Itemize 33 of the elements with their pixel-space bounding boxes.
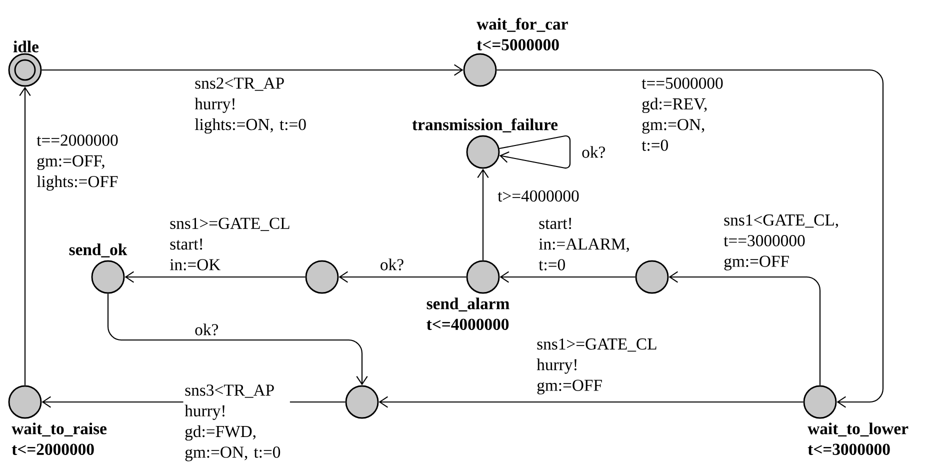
edge-label: sns3<TR_AP hurry! gd:=FWD, gm:=ON, t:=0 (183, 383, 290, 463)
state-label: transmission_failure (412, 118, 558, 132)
edge-label: sns1<GATE_CL, t==3000000 gm:=OFF (724, 214, 838, 270)
transition-arrow (477, 168, 489, 260)
transition-arrow (499, 135, 571, 169)
transition-arrow (496, 69, 884, 408)
state-circle (345, 385, 379, 419)
state-circle (305, 260, 339, 294)
transition-arrow (124, 271, 306, 283)
transition-arrow (500, 271, 636, 283)
transition-arrow (19, 86, 31, 386)
transition-arrow (42, 64, 464, 76)
edge-label: t==2000000 gm:=OFF, lights:=OFF (36, 134, 118, 191)
edge-label: ok? (380, 258, 404, 270)
transition-arrow (668, 271, 821, 386)
edge-label: sns2<TR_AP hurry! lights:=ON, t:=0 (194, 78, 306, 134)
edge-label: sns1>=GATE_CL start! in:=OK (170, 218, 290, 270)
edge-label: sns1>=GATE_CL hurry! gm:=OFF (536, 338, 656, 394)
state-label: idle (13, 40, 39, 52)
state-label: wait_to_lower t<=3000000 (808, 422, 908, 455)
state-circle (635, 260, 669, 294)
edge-label: t>=4000000 (498, 190, 579, 202)
state-label: wait_for_car t<=5000000 (476, 18, 568, 50)
state-label: wait_to_raise t<=2000000 (12, 422, 107, 455)
state-label: send_ok (69, 244, 128, 258)
edge-label: start! in:=ALARM, t:=0 (538, 218, 629, 270)
transition-arrow (378, 396, 804, 408)
edge-label: t==5000000 gd:=REV, gm:=ON, t:=0 (642, 78, 723, 151)
state-label: send_alarm t<=4000000 (426, 298, 510, 330)
edge-label: ok? (582, 146, 605, 158)
edge-label: ok? (195, 324, 218, 336)
transition-arrow (107, 294, 368, 386)
transition-arrow (338, 271, 466, 283)
